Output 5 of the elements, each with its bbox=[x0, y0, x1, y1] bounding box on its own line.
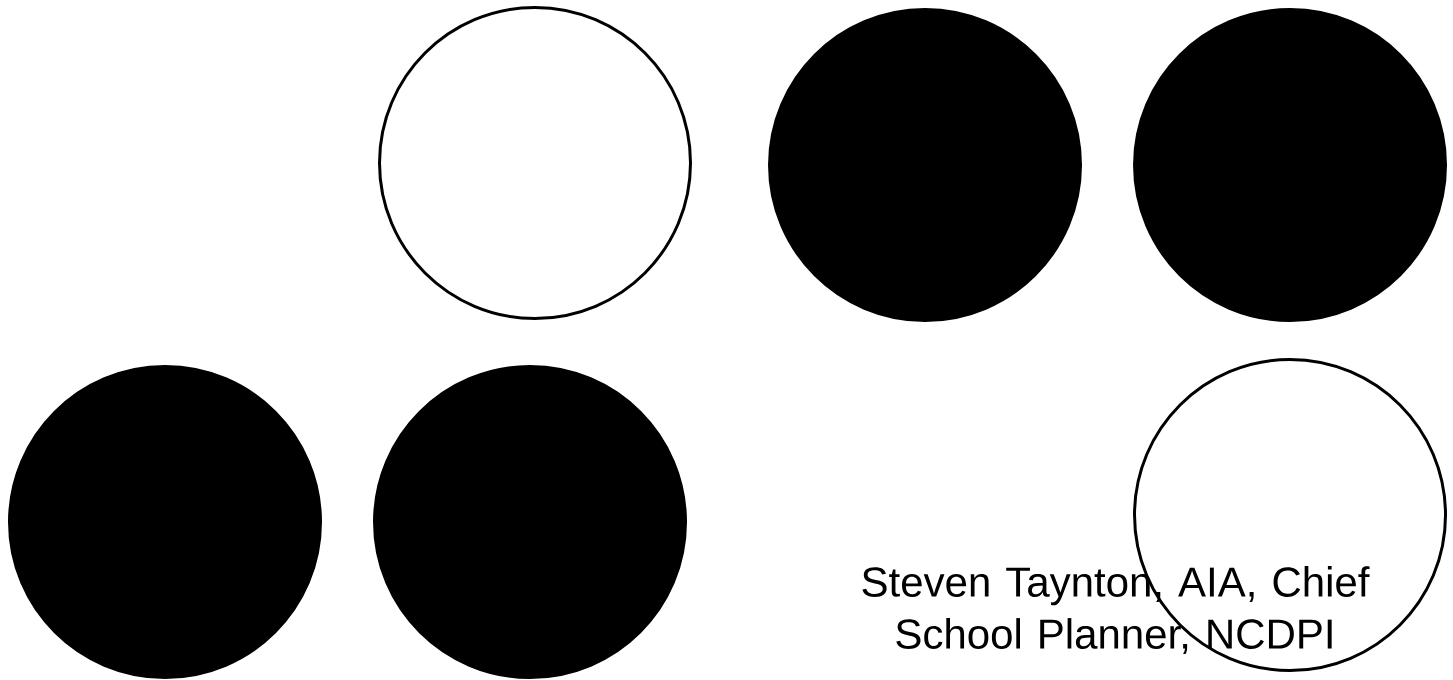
filled-circle bbox=[373, 365, 687, 679]
filled-circle bbox=[1133, 8, 1447, 322]
outlined-circle bbox=[378, 6, 692, 320]
filled-circle bbox=[768, 8, 1082, 322]
filled-circle bbox=[8, 365, 322, 679]
